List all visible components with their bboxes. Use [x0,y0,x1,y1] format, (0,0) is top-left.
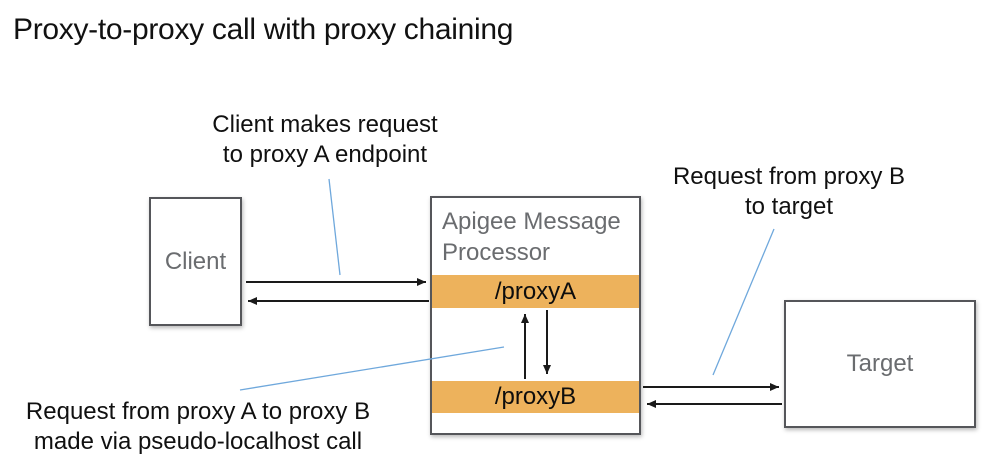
annotation-proxyb-to-target: Request from proxy B to target [639,162,939,222]
annotation-proxyb-to-target-line1: Request from proxy B [672,163,906,190]
annotation-client-request-line1: Client makes request [212,111,438,138]
message-processor-node: Apigee Message Processor /proxyA /proxyB [430,196,641,435]
leader-line-proxyb-to-target [712,228,775,376]
message-processor-label: Apigee Message Processor [442,208,621,266]
target-node-label: Target [846,350,914,377]
leader-line-client-request [328,178,341,276]
client-node: Client [149,197,242,326]
diagram-title: Proxy-to-proxy call with proxy chaining [13,13,514,46]
proxy-b-label: /proxyB [494,383,577,410]
target-node: Target [784,300,976,428]
proxy-a-bar: /proxyA [432,275,639,308]
annotation-proxyb-to-target-line2: to target [744,193,834,220]
annotation-client-request: Client makes request to proxy A endpoint [175,110,475,170]
proxy-b-bar: /proxyB [432,381,639,413]
client-node-label: Client [164,247,227,275]
annotation-proxya-to-proxyb-line1: Request from proxy A to proxy B [25,398,371,425]
annotation-proxya-to-proxyb-line2: made via pseudo-localhost call [33,428,363,455]
annotation-client-request-line2: to proxy A endpoint [222,141,428,168]
annotation-proxya-to-proxyb: Request from proxy A to proxy B made via… [8,397,388,457]
proxy-a-label: /proxyA [494,277,577,305]
